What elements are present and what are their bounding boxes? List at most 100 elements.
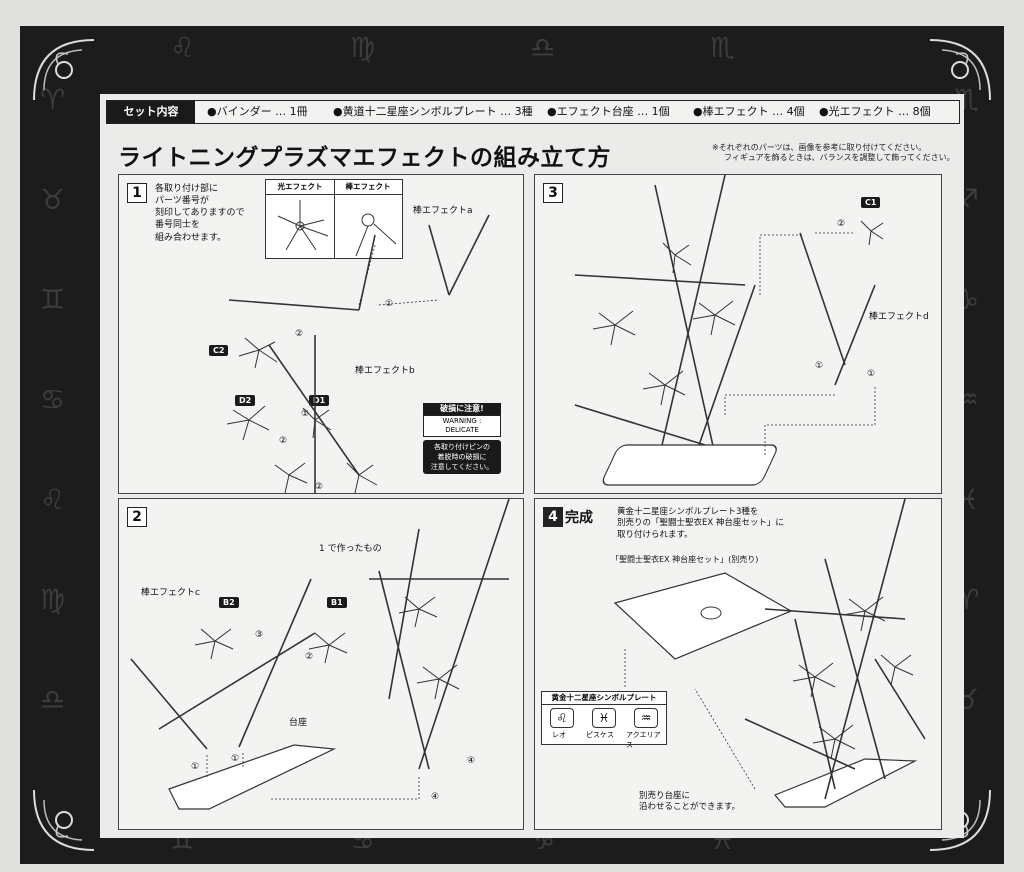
instruction-line: パーツ番号が xyxy=(155,196,209,207)
marker-two: ② xyxy=(295,329,304,339)
instruction-line: 組み合わせます。 xyxy=(155,232,227,243)
fit-note: 別売り台座に 沿わせることができます。 xyxy=(639,791,740,814)
ornament-corner-icon xyxy=(33,39,95,101)
zodiac-gemini-icon: ♊ xyxy=(40,283,66,316)
zodiac-scorpio-icon: ♏ xyxy=(710,31,736,64)
description-line: 別売りの「聖闘士聖衣EX 神台座セット」に xyxy=(617,518,784,529)
step-2-number: 2 xyxy=(127,507,147,527)
warning-text-line: 注意してください。 xyxy=(430,463,494,471)
warning-text: 各取り付けピンの 着脱時の破損に 注意してください。 xyxy=(423,440,501,474)
box-back-panel: ♈ ♉ ♊ ♋ ♌ ♍ ♎ ♏ ♐ ♑ ♒ ♓ ♈ ♉ ♌ ♍ ♎ ♏ ♊ ♋ … xyxy=(20,26,1004,864)
legend-rod-header: 棒エフェクト xyxy=(334,180,402,195)
ornament-corner-icon xyxy=(33,789,95,851)
legend-illustration xyxy=(277,200,397,257)
set-item-binder: ●バインダー … 1冊 xyxy=(207,105,308,118)
aquarius-plate-icon: ♒ xyxy=(634,708,658,728)
marker-three: ③ xyxy=(255,630,264,640)
step-1-diagram xyxy=(226,214,490,493)
marker-one: ① xyxy=(191,762,200,772)
set-item-effect-base: ●エフェクト台座 … 1個 xyxy=(547,105,670,118)
set-item-rod-effect: ●棒エフェクト … 4個 xyxy=(693,105,805,118)
step-3-diagram xyxy=(574,175,884,486)
plate-label-leo: レオ xyxy=(552,731,566,739)
step-4-number: 4 xyxy=(543,507,563,527)
set-contents-bar: セット内容 ●バインダー … 1冊 ●黄道十二星座シンボルプレート … 3種 ●… xyxy=(106,100,960,124)
part-label-b2: B2 xyxy=(219,597,239,608)
step-4-diagram xyxy=(613,499,926,808)
marker-four: ④ xyxy=(431,792,440,802)
base-label: 台座 xyxy=(289,718,308,728)
symbol-plate-box: 黄金十二星座シンボルプレート ♌ ♓ ♒ レオ ピスケス アクエリアス xyxy=(541,691,667,749)
part-label-b1: B1 xyxy=(327,597,347,608)
marker-two: ② xyxy=(315,482,324,492)
marker-one: ① xyxy=(231,754,240,764)
description-line: 黄金十二星座シンボルプレート3種を xyxy=(617,507,759,517)
fit-note-line: 沿わせることができます。 xyxy=(639,802,741,813)
rod-d-label: 棒エフェクトd xyxy=(869,312,929,322)
step-3-number: 3 xyxy=(543,183,563,203)
leo-plate-icon: ♌ xyxy=(550,708,574,728)
made-in-step-1-label: 1 で作ったもの xyxy=(319,544,382,554)
warning-text-line: 着脱時の破損に xyxy=(437,453,487,461)
warning-title: 破損に注意! xyxy=(423,403,501,415)
marker-one: ① xyxy=(867,369,876,379)
pisces-plate-icon: ♓ xyxy=(592,708,616,728)
set-contents-label: セット内容 xyxy=(107,101,195,123)
step-2-panel: 2 1 で作ったもの 棒エフェクトc B2 B1 台座 xyxy=(118,498,524,830)
ornament-corner-icon xyxy=(929,39,991,101)
instruction-line: 各取り付け部に xyxy=(155,184,219,194)
zodiac-virgo-icon: ♍ xyxy=(350,31,376,64)
zodiac-libra-icon: ♎ xyxy=(530,31,556,64)
step-4-title: 完成 xyxy=(565,510,593,526)
stand-set-label: 「聖闘士聖衣EX 神台座セット」(別売り) xyxy=(611,555,759,564)
marker-four: ④ xyxy=(467,756,476,766)
rod-b-label: 棒エフェクトb xyxy=(355,366,415,376)
zodiac-virgo-icon: ♍ xyxy=(40,583,66,616)
rod-c-label: 棒エフェクトc xyxy=(141,588,200,598)
step-2-diagram xyxy=(130,499,510,810)
part-label-c2: C2 xyxy=(209,345,229,356)
step-1-instruction: 各取り付け部に パーツ番号が 刻印してありますので 番号同士を 組み合わせます。 xyxy=(155,183,244,244)
parts-legend: 光エフェクト 棒エフェクト xyxy=(265,179,403,259)
instruction-sheet: セット内容 ●バインダー … 1冊 ●黄道十二星座シンボルプレート … 3種 ●… xyxy=(100,94,964,838)
plate-label-pisces: ピスケス xyxy=(586,731,614,739)
rod-a-label: 棒エフェクトa xyxy=(413,206,473,216)
marker-two: ② xyxy=(279,436,288,446)
fit-note-line: 別売り台座に xyxy=(639,791,691,801)
marker-two: ② xyxy=(837,219,846,229)
set-item-light-effect: ●光エフェクト … 8個 xyxy=(819,105,931,118)
zodiac-leo-icon: ♌ xyxy=(40,483,66,516)
warning-box: 破損に注意! WARNING : DELICATE 各取り付けピンの 着脱時の破… xyxy=(423,403,501,475)
set-item-symbol-plate: ●黄道十二星座シンボルプレート … 3種 xyxy=(333,105,533,118)
instruction-line: 番号同士を xyxy=(155,220,201,231)
step-4-panel: 4 完成 黄金十二星座シンボルプレート3種を 別売りの「聖闘士聖衣EX 神台座セ… xyxy=(534,498,942,830)
symbol-plate-title: 黄金十二星座シンボルプレート xyxy=(542,692,666,705)
step-4-description: 黄金十二星座シンボルプレート3種を 別売りの「聖闘士聖衣EX 神台座セット」に … xyxy=(617,507,784,541)
marker-two: ② xyxy=(305,652,314,662)
plate-label-aquarius: アクエリアス xyxy=(626,731,661,749)
note-line-1: ※それぞれのパーツは、画像を参考に取り付けてください。 xyxy=(712,143,927,152)
page-title: ライトニングプラズマエフェクトの組み立て方 xyxy=(118,145,612,171)
warning-text-line: 各取り付けピンの xyxy=(434,443,490,451)
description-line: 取り付けられます。 xyxy=(617,529,693,540)
step-1-panel: 1 各取り付け部に パーツ番号が 刻印してありますので 番号同士を 組み合わせま… xyxy=(118,174,524,526)
part-label-d2: D2 xyxy=(235,395,256,406)
zodiac-taurus-icon: ♉ xyxy=(40,183,66,216)
note-line-2: フィギュアを飾るときは、バランスを調整して飾ってください。 xyxy=(724,153,955,162)
marker-one: ① xyxy=(301,409,310,419)
warning-en-line: DELICATE xyxy=(445,426,479,434)
marker-one: ① xyxy=(385,299,394,309)
part-label-c1: C1 xyxy=(861,197,881,208)
zodiac-cancer-icon: ♋ xyxy=(40,383,66,416)
part-label-d1: D1 xyxy=(309,395,330,406)
step-3-panel: 3 C1 棒エフェクトd xyxy=(534,174,942,494)
zodiac-leo-icon: ♌ xyxy=(170,31,196,64)
warning-english: WARNING : DELICATE xyxy=(423,415,501,437)
warning-en-line: WARNING : xyxy=(442,417,482,425)
zodiac-libra-icon: ♎ xyxy=(40,683,66,716)
instruction-line: 刻印してありますので xyxy=(155,208,245,219)
zodiac-aries-icon: ♈ xyxy=(40,83,66,116)
step-1-number: 1 xyxy=(127,183,147,203)
marker-one: ① xyxy=(815,361,824,371)
